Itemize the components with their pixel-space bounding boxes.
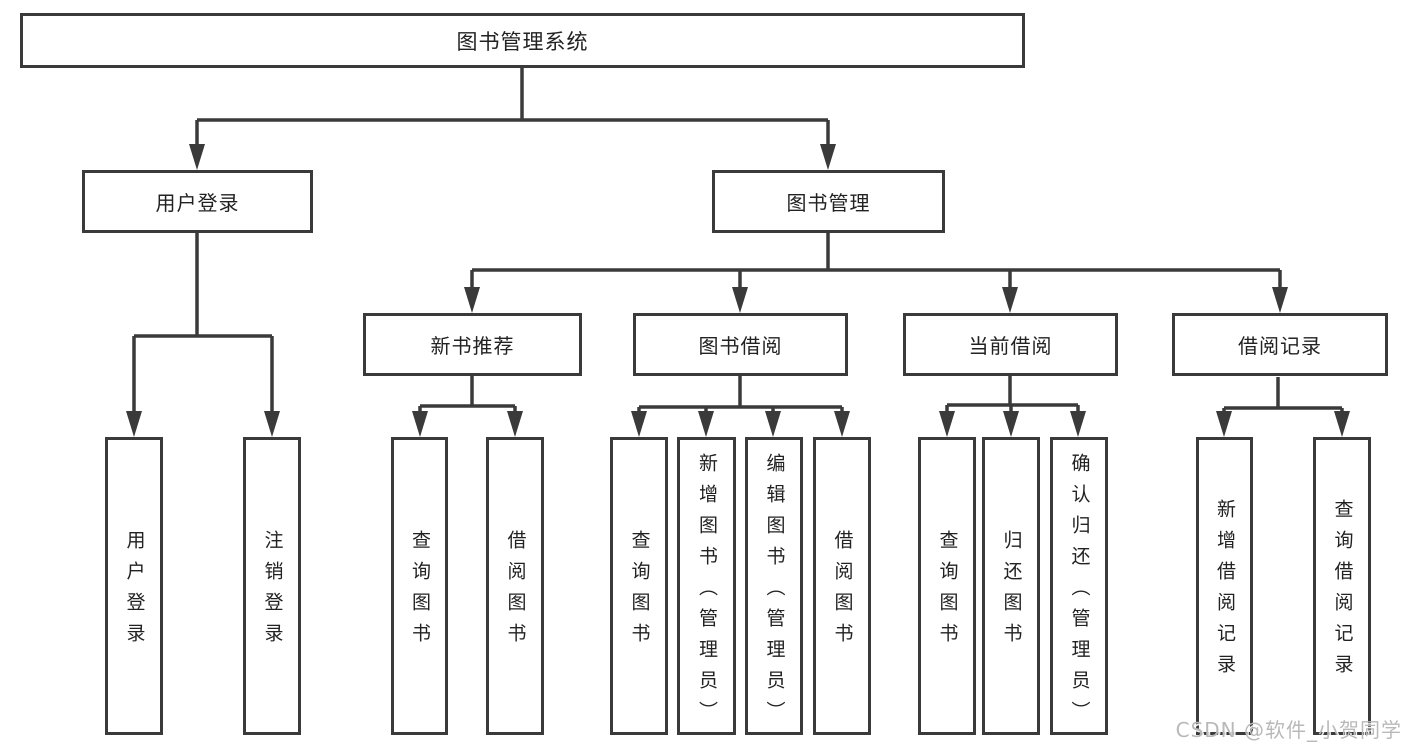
leaf-query-books-3-label: 查询图书 xyxy=(936,530,959,654)
leaf-user-login: 用户登录 xyxy=(105,437,163,735)
leaf-query-books-2: 查询图书 xyxy=(610,437,668,735)
leaf-borrow-books-1-label: 借阅图书 xyxy=(504,530,527,654)
node-root: 图书管理系统 xyxy=(20,13,1025,68)
leaf-query-borrow-record-label: 查询借阅记录 xyxy=(1331,499,1354,685)
leaf-add-book-admin: 新增图书（管理员） xyxy=(677,437,736,735)
leaf-query-books-3: 查询图书 xyxy=(918,437,976,735)
node-book-management-label: 图书管理 xyxy=(786,191,871,215)
leaf-query-borrow-record: 查询借阅记录 xyxy=(1313,437,1371,735)
node-book-borrowing: 图书借阅 xyxy=(633,313,848,376)
leaf-query-books-1-label: 查询图书 xyxy=(409,530,431,654)
leaf-borrow-books-2-label: 借阅图书 xyxy=(831,530,854,654)
node-borrow-records-label: 借阅记录 xyxy=(1238,334,1322,358)
node-user-login-branch-label: 用户登录 xyxy=(155,191,240,215)
leaf-edit-book-admin: 编辑图书（管理员） xyxy=(745,437,803,735)
leaf-add-borrow-record-label: 新增借阅记录 xyxy=(1214,499,1236,685)
leaf-confirm-return-admin: 确认归还（管理员） xyxy=(1050,437,1108,735)
node-root-label: 图书管理系统 xyxy=(456,29,589,54)
leaf-borrow-books-2: 借阅图书 xyxy=(813,437,871,735)
leaf-return-books-label: 归还图书 xyxy=(1000,530,1023,654)
leaf-query-books-2-label: 查询图书 xyxy=(628,530,651,654)
node-current-borrowing: 当前借阅 xyxy=(903,313,1118,376)
node-current-borrowing-label: 当前借阅 xyxy=(968,334,1053,358)
node-new-book-recommend: 新书推荐 xyxy=(363,313,582,376)
leaf-confirm-return-admin-label: 确认归还（管理员） xyxy=(1068,452,1091,732)
node-book-management: 图书管理 xyxy=(712,170,945,233)
leaf-edit-book-admin-label: 编辑图书（管理员） xyxy=(763,452,786,732)
leaf-logout-label: 注销登录 xyxy=(261,530,284,654)
node-borrow-records: 借阅记录 xyxy=(1172,313,1388,376)
leaf-add-book-admin-label: 新增图书（管理员） xyxy=(696,452,718,732)
leaf-user-login-label: 用户登录 xyxy=(123,530,146,654)
node-book-borrowing-label: 图书借阅 xyxy=(698,334,783,358)
leaf-logout: 注销登录 xyxy=(243,437,301,735)
leaf-return-books: 归还图书 xyxy=(982,437,1040,735)
csdn-watermark: CSDN @软件_小贺同学 xyxy=(1175,718,1402,742)
node-user-login-branch: 用户登录 xyxy=(82,170,313,233)
leaf-borrow-books-1: 借阅图书 xyxy=(486,437,544,735)
node-new-book-recommend-label: 新书推荐 xyxy=(430,334,515,358)
leaf-add-borrow-record: 新增借阅记录 xyxy=(1196,437,1253,735)
leaf-query-books-1: 查询图书 xyxy=(391,437,448,735)
